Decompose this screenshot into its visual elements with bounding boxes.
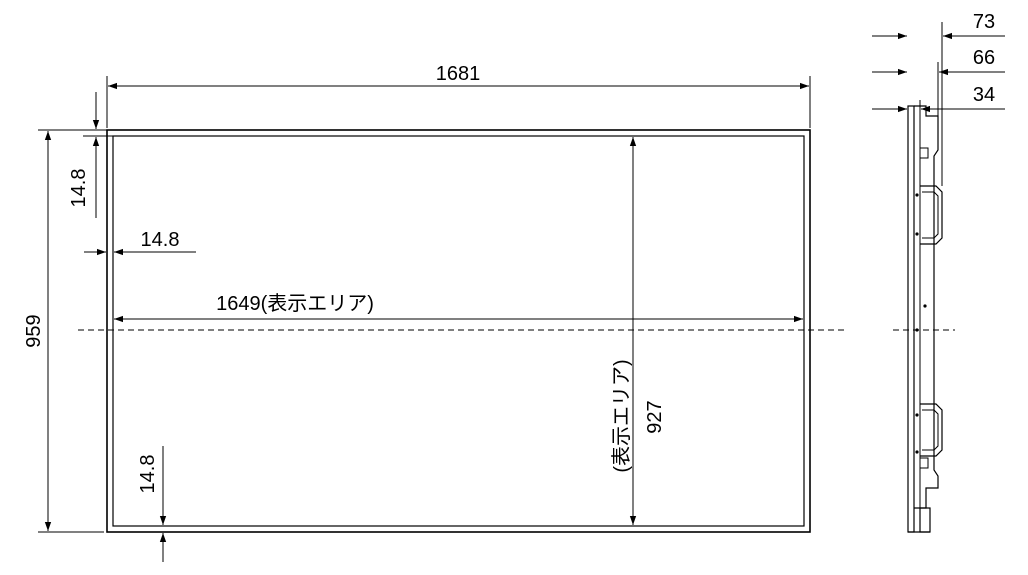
display-height-note: (表示エリア): [610, 359, 633, 472]
bezel-left-label: 14.8: [141, 229, 180, 251]
display-area-outline: [112, 135, 805, 527]
side-bracket-upper: [920, 185, 943, 245]
side-bracket-lower: [920, 403, 943, 457]
side-connector-lower: [919, 457, 929, 469]
depth-66-label: 66: [973, 47, 995, 69]
side-screw-1: [915, 193, 919, 197]
side-bracket-upper-inner: [922, 191, 939, 239]
depth-34-label: 34: [973, 84, 995, 106]
bezel-bottom-label: 14.8: [137, 455, 159, 494]
display-width-label: 1649(表示エリア): [216, 292, 374, 315]
side-panel-front: [907, 105, 915, 533]
side-screw-6: [915, 450, 919, 454]
front-view: 1681 14.8 14.8 1649(表示エリア) 959 927 (表示エリ…: [23, 63, 845, 562]
bezel-top-label: 14.8: [68, 169, 90, 208]
side-screw-5: [915, 413, 919, 417]
panel-outer-outline: [106, 129, 811, 533]
side-bracket-lower-inner: [922, 409, 939, 451]
display-height-value: 927: [644, 400, 666, 433]
side-screw-4: [915, 328, 919, 332]
side-screw-3: [923, 304, 927, 308]
overall-width-label: 1681: [436, 63, 481, 85]
side-screw-2: [915, 232, 919, 236]
side-bottom-stand: [919, 507, 931, 533]
side-view: 73 66 34: [872, 11, 1005, 533]
overall-height-label: 959: [23, 314, 45, 347]
depth-73-label: 73: [973, 11, 995, 33]
side-connector-upper: [919, 147, 929, 159]
side-panel-profile: [914, 105, 939, 509]
